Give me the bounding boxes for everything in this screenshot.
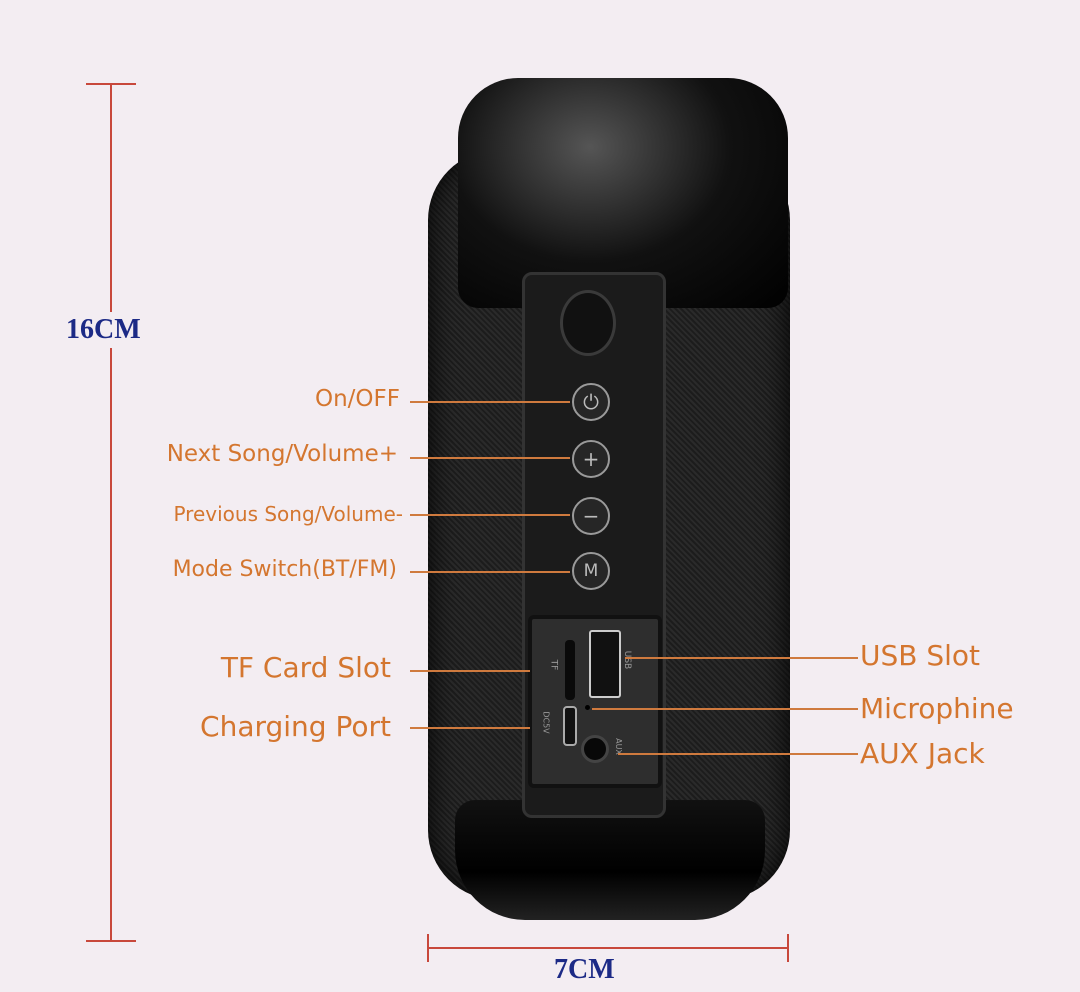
label-previous-song: Previous Song/Volume-: [173, 502, 403, 526]
label-on-off: On/OFF: [315, 386, 400, 412]
leader-line: [410, 727, 530, 729]
microphone-hole: [585, 705, 590, 710]
power-icon: ⏻: [583, 390, 599, 414]
label-usb-slot: USB Slot: [860, 639, 981, 672]
label-tf-card-slot: TF Card Slot: [220, 651, 391, 684]
width-label: 7CM: [554, 954, 615, 985]
leader-line: [410, 457, 570, 459]
leader-line: [592, 708, 858, 710]
speaker-top-cap: [458, 78, 788, 308]
height-cap-bottom: [86, 940, 136, 942]
tf-card-slot: [565, 640, 575, 700]
tf-mark: TF: [548, 659, 559, 671]
label-charging-port: Charging Port: [200, 710, 391, 743]
leader-line: [410, 514, 570, 516]
aux-jack: [581, 735, 609, 763]
plus-icon: +: [582, 447, 600, 471]
height-label: 16CM: [66, 312, 141, 348]
height-cap-top: [86, 83, 136, 85]
dc-mark: DC5V: [541, 711, 551, 734]
leader-line: [618, 753, 858, 755]
mode-button[interactable]: M: [572, 552, 610, 590]
label-aux-jack: AUX Jack: [860, 737, 985, 770]
volume-down-button[interactable]: −: [572, 497, 610, 535]
mode-icon: M: [583, 561, 599, 581]
width-cap-left: [427, 934, 429, 962]
leader-line: [410, 670, 530, 672]
speaker-bottom-cap: [455, 800, 765, 920]
label-mode-switch: Mode Switch(BT/FM): [172, 557, 397, 582]
usb-slot: [589, 630, 621, 698]
strap-hook: [560, 290, 616, 356]
label-next-song: Next Song/Volume+: [166, 441, 398, 467]
minus-icon: −: [582, 504, 600, 528]
height-dimension-line: [110, 83, 112, 941]
leader-line: [410, 571, 570, 573]
charging-port: [563, 706, 577, 746]
usb-mark: USB: [622, 650, 633, 670]
label-microphone: Microphine: [860, 692, 1014, 725]
leader-line: [625, 657, 858, 659]
width-dimension-line: [427, 947, 789, 949]
width-cap-right: [787, 934, 789, 962]
volume-up-button[interactable]: +: [572, 440, 610, 478]
power-button[interactable]: ⏻: [572, 383, 610, 421]
leader-line: [410, 401, 570, 403]
